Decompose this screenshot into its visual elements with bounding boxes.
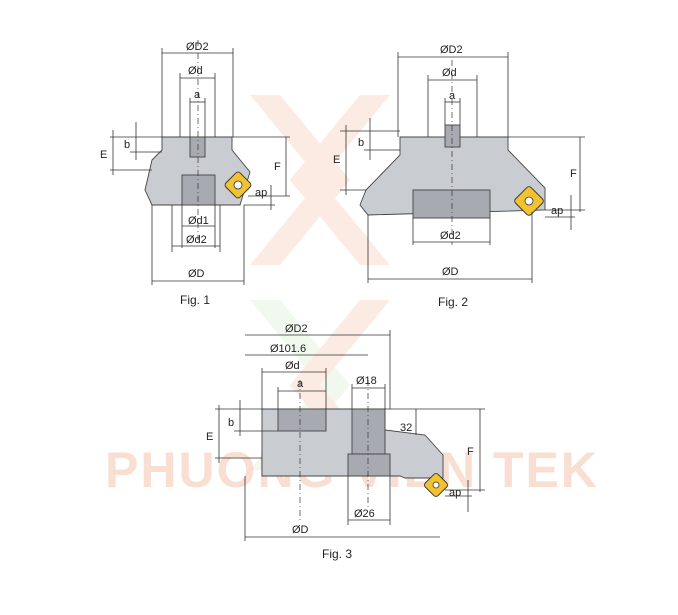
fig1-dim-F: F — [274, 161, 281, 173]
fig1-dim-b: b — [124, 139, 130, 151]
fig2-dim-ap: ap — [551, 205, 563, 217]
fig1-slot — [189, 136, 206, 158]
fig3-dim-32: 32 — [400, 422, 412, 434]
fig3: ØD2 Ø101.6 Ød a Ø18 E b 32 F ap Ø26 — [206, 323, 485, 561]
fig2-dim-b: b — [358, 137, 364, 149]
fig3-counterbore — [347, 453, 391, 477]
fig2-dim-a: a — [449, 90, 456, 102]
fig3-insert-screw — [432, 481, 440, 489]
fig1-insert-screw — [233, 180, 243, 190]
fig2-caption: Fig. 2 — [438, 295, 468, 309]
fig3-dim-b: b — [228, 417, 234, 429]
fig3-dim-ap: ap — [449, 487, 461, 499]
fig3-dim-d: Ød — [285, 360, 300, 372]
fig2-dim-d2: Ød2 — [440, 230, 461, 242]
fig1-dim-E: E — [100, 149, 107, 161]
fig3-dim-26: Ø26 — [354, 508, 375, 520]
fig3-dim-E: E — [206, 431, 213, 443]
fig3-bore — [351, 408, 386, 455]
fig1-dim-D2: ØD2 — [186, 41, 209, 53]
fig2-dim-d: Ød — [442, 67, 457, 79]
fig3-dim-D2: ØD2 — [285, 323, 308, 335]
fig3-dim-D: ØD — [292, 524, 309, 536]
fig1-dim-ap: ap — [255, 187, 267, 199]
fig2: ØD2 Ød a E b F ap Ød2 ØD Fig. 2 — [333, 44, 585, 309]
fig2-dim-D2: ØD2 — [440, 44, 463, 56]
fig1-bore — [181, 174, 216, 206]
fig1-dim-a: a — [194, 89, 201, 101]
fig2-dim-E: E — [333, 154, 340, 166]
fig3-slot — [277, 408, 327, 432]
fig1-caption: Fig. 1 — [180, 293, 210, 307]
fig3-dim-18: Ø18 — [356, 375, 377, 387]
fig3-dim-101: Ø101.6 — [270, 343, 306, 355]
fig3-dim-F: F — [467, 446, 474, 458]
fig2-dim-D: ØD — [442, 266, 459, 278]
fig1-dim-D: ØD — [188, 268, 205, 280]
fig1-dim-d2: Ød2 — [186, 234, 207, 246]
fig1-dim-d1: Ød1 — [188, 215, 209, 227]
fig1-dim-d: Ød — [188, 65, 203, 77]
fig2-insert-screw — [524, 196, 534, 206]
fig3-caption: Fig. 3 — [322, 547, 352, 561]
fig1: ØD2 Ød a E b F ap Ød1 Ød2 ØD Fig. 1 — [100, 40, 290, 307]
fig2-slot — [444, 124, 461, 148]
fig2-dim-F: F — [570, 168, 577, 180]
fig3-dim-a: a — [297, 378, 304, 390]
fig2-bore — [412, 189, 491, 219]
